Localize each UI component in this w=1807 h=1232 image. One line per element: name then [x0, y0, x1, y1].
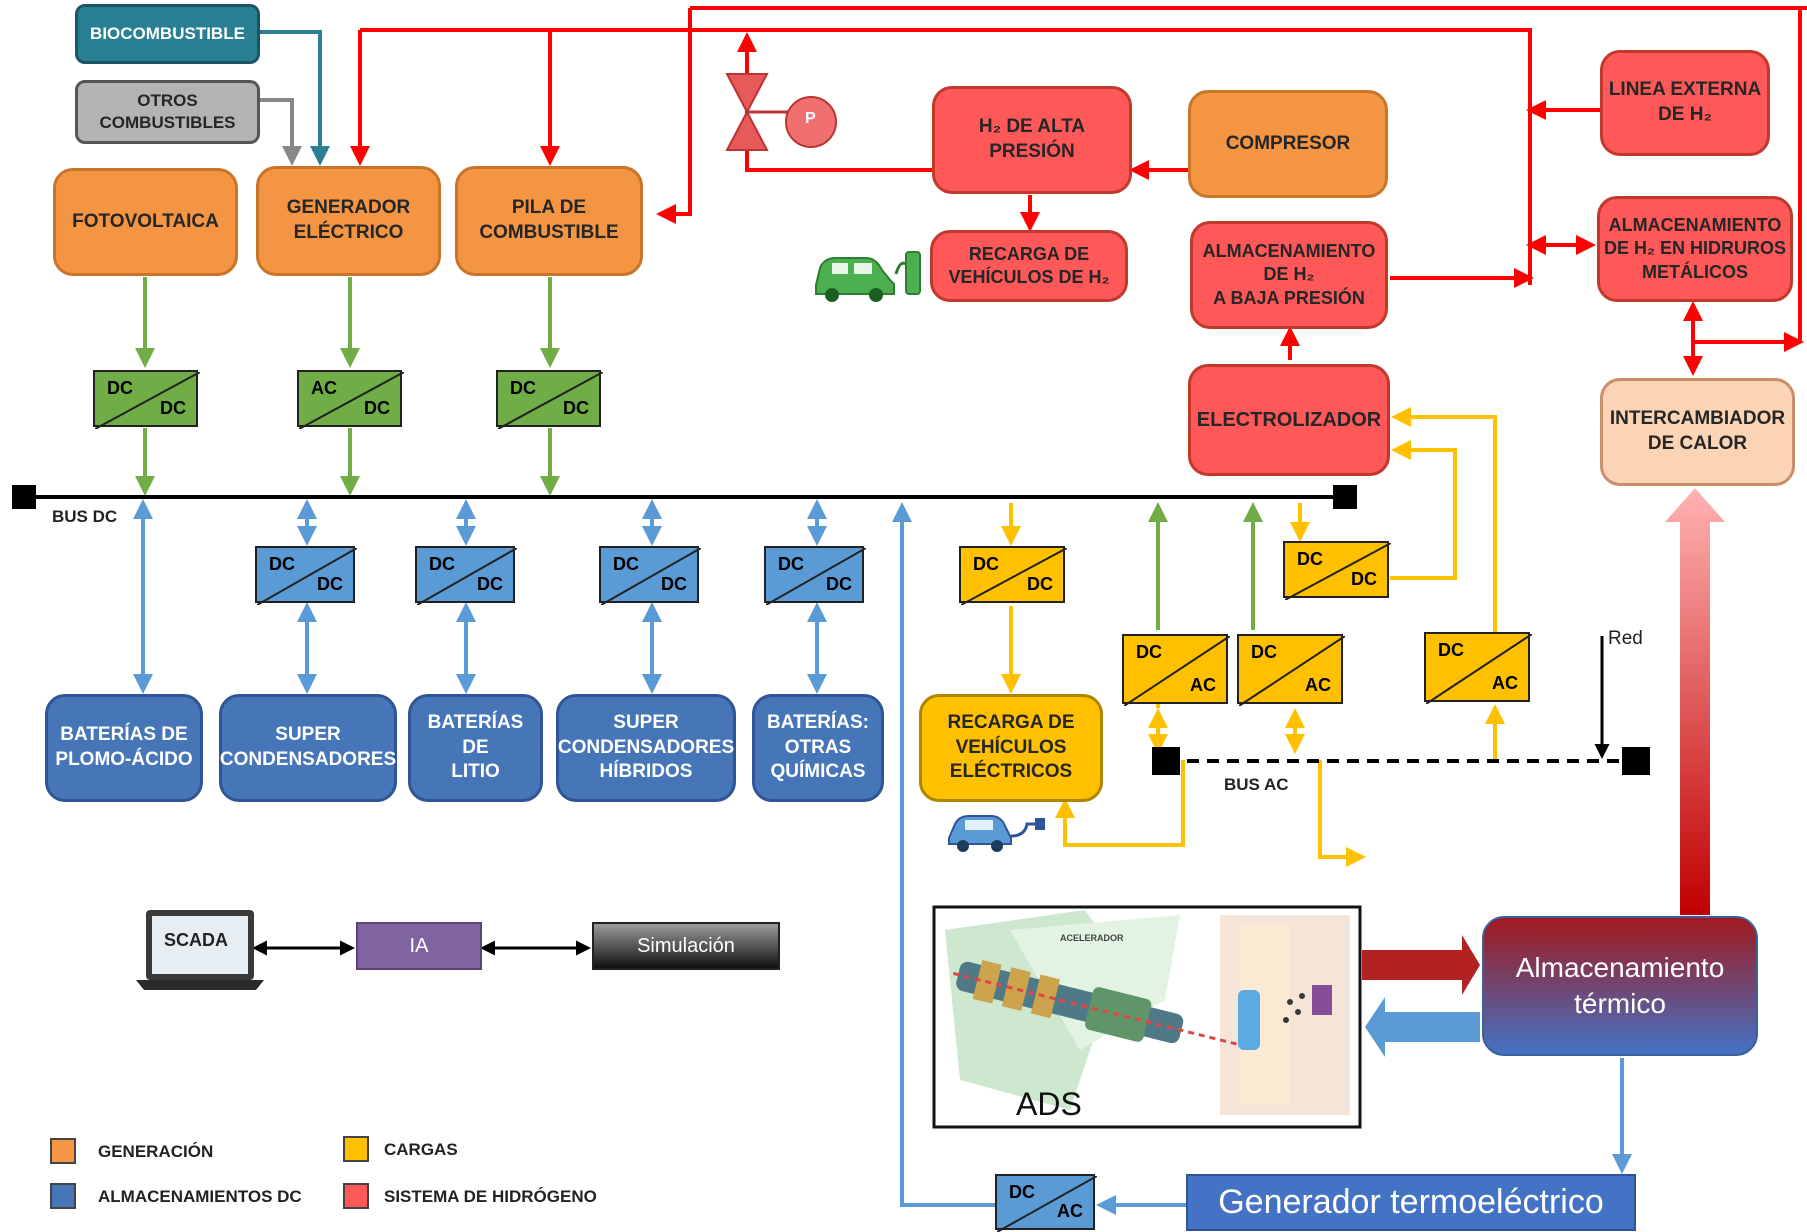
almacenamiento-termico-box: Almacenamiento térmico [1482, 916, 1758, 1056]
converter-input: AC [311, 378, 337, 398]
ads-label: ADS [1016, 1086, 1082, 1122]
recarga-vehiculos-h2-box: RECARGA DE VEHÍCULOS DE H₂ [930, 230, 1128, 302]
converter-output: DC [826, 574, 852, 594]
compresor-box: COMPRESOR [1188, 90, 1388, 198]
super-condensadores-hibridos-box: SUPER CONDENSADORES HÍBRIDOS [556, 694, 736, 802]
ev-car-icon [948, 815, 1045, 852]
intercambiador-calor-box: INTERCAMBIADOR DE CALOR [1600, 378, 1795, 486]
converter-ac-dc-generador: AC DC [297, 370, 404, 429]
converter-output: DC [364, 398, 390, 418]
converter-input: DC [1251, 642, 1277, 662]
legend-swatch-generacion [50, 1138, 76, 1164]
electrolizador-box: ELECTROLIZADOR [1188, 364, 1390, 476]
converter-dc-dc-fotovoltaica: DC DC [93, 370, 200, 429]
converter-input: DC [269, 554, 295, 574]
h2-baja-presion-box: ALMACENAMIENTO DE H₂ A BAJA PRESIÓN [1190, 221, 1388, 329]
legend-almacenamientos: ALMACENAMIENTOS DC [98, 1187, 302, 1206]
h2-hidruros-box: ALMACENAMIENTO DE H₂ EN HIDRUROS METÁLIC… [1597, 196, 1793, 302]
ads-panel-caption: ACELERADOR [1060, 933, 1124, 943]
converter-input: DC [429, 554, 455, 574]
converter-input: DC [510, 378, 536, 398]
converter-dc-ac-1: DC AC [1122, 634, 1230, 706]
converter-input: DC [1009, 1182, 1035, 1202]
h2-alta-presion-box: H₂ DE ALTA PRESIÓN [932, 86, 1132, 194]
converter-output: AC [1492, 673, 1518, 693]
pressure-valve-icon [725, 73, 837, 151]
baterias-plomo-box: BATERÍAS DE PLOMO-ÁCIDO [45, 694, 203, 802]
converter-output: DC [477, 574, 503, 594]
converter-input: DC [1297, 549, 1323, 569]
converter-input: DC [1136, 642, 1162, 662]
converter-dc-dc-electrolizador: DC DC [1283, 541, 1391, 600]
legend-swatch-hidrogeno [343, 1183, 369, 1209]
ads-illustration [945, 910, 1350, 1115]
converter-input: DC [1438, 640, 1464, 660]
generador-electrico-box: GENERADOR ELÉCTRICO [256, 166, 441, 276]
legend-swatch-almacenamientos [50, 1183, 76, 1209]
converter-dc-dc-super: DC DC [255, 546, 357, 605]
converter-output: DC [1027, 574, 1053, 594]
converter-dc-dc-otras: DC DC [764, 546, 866, 605]
legend-generacion: GENERACIÓN [98, 1142, 214, 1161]
converter-input: DC [778, 554, 804, 574]
converter-dc-dc-litio: DC DC [415, 546, 517, 605]
converter-output: DC [160, 398, 186, 418]
generador-termoelectrico-box: Generador termoeléctrico [1186, 1174, 1636, 1231]
converter-output: DC [1351, 569, 1377, 589]
converter-output: DC [661, 574, 687, 594]
laptop-icon [136, 910, 264, 990]
pressure-valve-label: P [805, 110, 816, 127]
super-condensadores-box: SUPER CONDENSADORES [219, 694, 397, 802]
converter-output: DC [317, 574, 343, 594]
bus-dc-label: BUS DC [52, 507, 118, 526]
converter-output: AC [1305, 675, 1331, 695]
converter-output: AC [1190, 675, 1216, 695]
legend-hidrogeno: SISTEMA DE HIDRÓGENO [384, 1187, 597, 1206]
converter-input: DC [973, 554, 999, 574]
converter-dc-dc-hibridos: DC DC [599, 546, 701, 605]
converter-dc-ac-red: DC AC [1424, 632, 1532, 704]
converter-dc-dc-recarga: DC DC [959, 546, 1067, 605]
simulacion-box: Simulación [592, 922, 780, 970]
biocombustible-box: BIOCOMBUSTIBLE [75, 4, 260, 64]
baterias-litio-box: BATERÍAS DE LITIO [408, 694, 543, 802]
legend-cargas: CARGAS [384, 1140, 458, 1159]
bus-ac-label: BUS AC [1224, 775, 1289, 794]
converter-output: DC [563, 398, 589, 418]
baterias-otras-box: BATERÍAS: OTRAS QUÍMICAS [752, 694, 884, 802]
converter-input: DC [613, 554, 639, 574]
converter-output: AC [1057, 1201, 1083, 1221]
converter-dc-ac-termoelectrico: DC AC [995, 1174, 1097, 1232]
otros-combustibles-box: OTROS COMBUSTIBLES [75, 80, 260, 144]
pila-combustible-box: PILA DE COMBUSTIBLE [455, 166, 643, 276]
scada-label: SCADA [164, 930, 229, 950]
red-label: Red [1608, 628, 1643, 649]
recarga-vehiculos-electricos-box: RECARGA DE VEHÍCULOS ELÉCTRICOS [919, 694, 1103, 802]
converter-dc-dc-pila: DC DC [496, 370, 603, 429]
converter-input: DC [107, 378, 133, 398]
h2-car-icon [815, 251, 921, 302]
converter-dc-ac-2: DC AC [1237, 634, 1345, 706]
linea-externa-h2-box: LINEA EXTERNA DE H₂ [1600, 50, 1770, 156]
legend-swatch-cargas [343, 1136, 369, 1162]
ia-box: IA [356, 922, 482, 970]
fotovoltaica-box: FOTOVOLTAICA [53, 168, 238, 276]
